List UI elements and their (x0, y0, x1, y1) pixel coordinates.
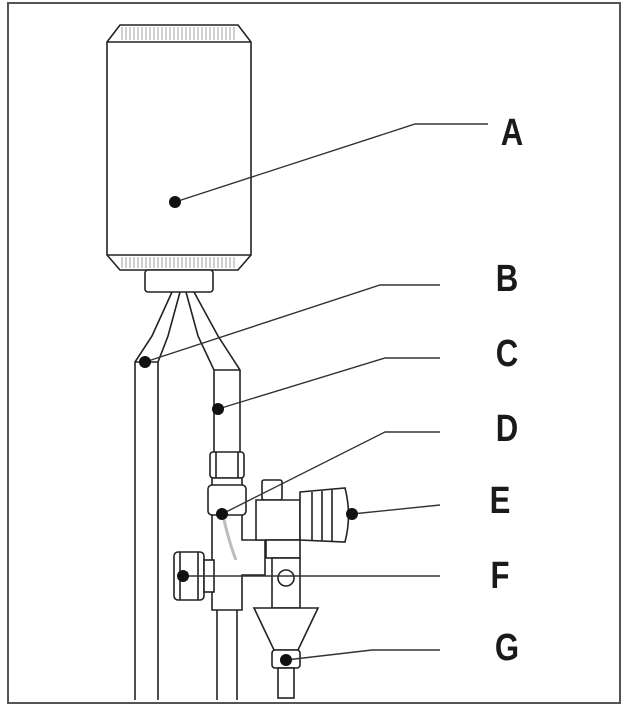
label-d: D (496, 408, 519, 450)
callout-dots (139, 196, 358, 666)
label-e: E (490, 480, 511, 522)
label-b: B (496, 258, 519, 300)
leader-d (221, 431, 440, 515)
water-heater-tank (106, 24, 252, 271)
leader-g (285, 649, 440, 661)
dot-f (177, 570, 189, 582)
coupling-nut (209, 451, 245, 479)
safety-valve (255, 479, 350, 559)
dot-d (216, 508, 228, 520)
dot-g (280, 654, 292, 666)
tank-bottom-fitting (144, 269, 214, 293)
label-c: C (496, 333, 519, 375)
leader-b (144, 284, 440, 363)
label-g: G (495, 627, 519, 669)
right-pipe (185, 291, 241, 700)
dot-e (346, 508, 358, 520)
tee-fitting (207, 477, 266, 611)
drain-funnel (252, 557, 320, 699)
dot-a (169, 196, 181, 208)
leader-a (174, 123, 488, 203)
dot-c (212, 403, 224, 415)
label-f: F (490, 555, 509, 597)
leader-c (217, 357, 440, 410)
dot-b (139, 356, 151, 368)
tank-hatching (121, 27, 235, 268)
left-pipe (134, 291, 181, 700)
label-a: A (501, 112, 524, 154)
border (7, 2, 621, 704)
leader-lines (144, 123, 488, 661)
leader-e (351, 504, 441, 515)
